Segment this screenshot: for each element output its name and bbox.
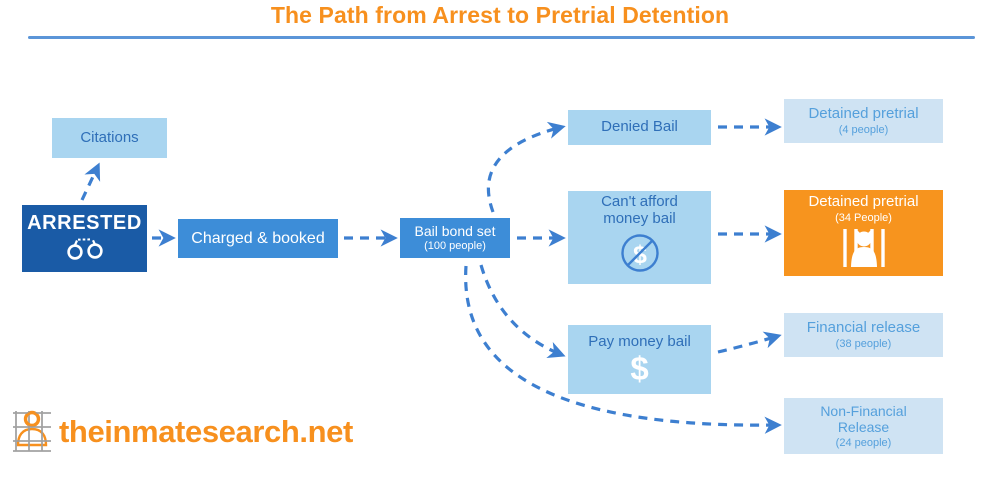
- node-subtitle: (24 people): [835, 437, 892, 450]
- node-title: Financial release: [806, 318, 921, 336]
- dollar-icon: $: [630, 350, 649, 388]
- node-title: Citations: [80, 128, 139, 146]
- node-title: Bail bond set: [414, 222, 496, 239]
- flow-node-denied-bail[interactable]: Denied Bail: [568, 110, 711, 145]
- connector-arrested-citations: [80, 162, 101, 201]
- inmate-behind-bars-logo-icon: [8, 405, 56, 458]
- flow-node-detained-pretrial-4[interactable]: Detained pretrial (4 people): [784, 99, 943, 143]
- node-title: Can't afford money bail: [601, 193, 678, 228]
- node-subtitle: (34 People): [835, 211, 892, 224]
- node-title: Pay money bail: [588, 333, 691, 351]
- node-title: Detained pretrial: [808, 104, 919, 122]
- svg-text:$: $: [633, 241, 647, 269]
- page-title: The Path from Arrest to Pretrial Detenti…: [270, 2, 730, 28]
- node-title: ARRESTED: [27, 212, 142, 235]
- node-subtitle: (100 people): [424, 240, 486, 253]
- flow-node-arrested[interactable]: ARRESTED: [22, 205, 147, 272]
- node-subtitle: (38 people): [835, 337, 892, 350]
- node-title: Non-Financial Release: [820, 402, 907, 436]
- jail-prisoner-icon: [831, 227, 897, 272]
- flow-node-financial-release[interactable]: Financial release (38 people): [784, 313, 943, 357]
- title-divider: [28, 36, 975, 39]
- handcuffs-icon: [59, 236, 111, 265]
- flow-node-cant-afford-money-bail[interactable]: Can't afford money bail $: [568, 191, 711, 284]
- site-watermark: theinmatesearch.net: [8, 405, 353, 458]
- connector-pay-financial: [717, 331, 782, 354]
- flow-node-bail-bond-set[interactable]: Bail bond set (100 people): [400, 218, 510, 258]
- connector-bail-pay: [479, 264, 566, 358]
- connector-bail-denied: [486, 121, 566, 213]
- node-title: Denied Bail: [601, 118, 678, 136]
- node-title: Detained pretrial: [808, 192, 919, 210]
- node-subtitle: (4 people): [838, 123, 889, 136]
- flow-node-non-financial-release[interactable]: Non-Financial Release (24 people): [784, 398, 943, 454]
- no-money-icon: $: [617, 230, 663, 281]
- flow-node-citations[interactable]: Citations: [52, 118, 167, 158]
- flow-node-pay-money-bail[interactable]: Pay money bail $: [568, 325, 711, 394]
- watermark-text: theinmatesearch.net: [59, 413, 353, 449]
- flow-node-detained-pretrial-34[interactable]: Detained pretrial (34 People): [784, 190, 943, 276]
- flow-node-charged-and-booked[interactable]: Charged & booked: [178, 219, 338, 258]
- node-title: Charged & booked: [191, 229, 325, 247]
